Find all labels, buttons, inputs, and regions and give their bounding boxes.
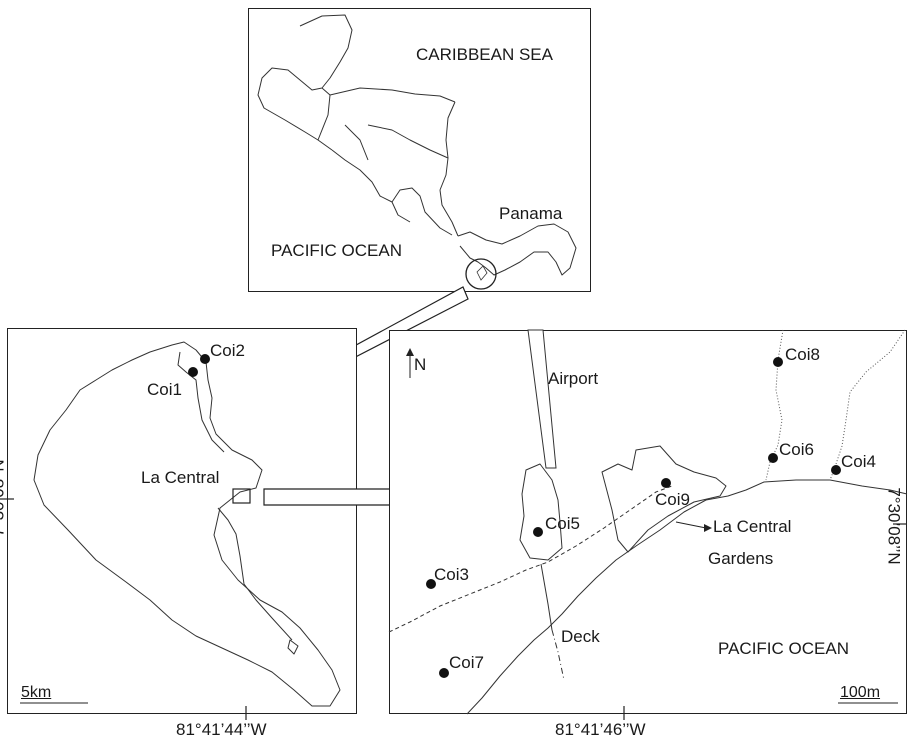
coi8-label: Coi8 [785,345,820,364]
deck-label: Deck [561,627,600,646]
site-latitude-label: 7°30’08’’N [884,487,904,565]
coi5-patch [519,463,563,561]
site-detail-map [389,330,907,714]
coi8-marker [773,357,783,367]
coi5-marker [533,527,543,537]
road-dashed [388,485,673,633]
coi9-label: Coi9 [655,490,690,509]
site-coastline [466,479,908,715]
costa-rica-outline [391,187,453,236]
coi2-marker [200,354,210,364]
scale-bar-100m: 100m [840,684,881,701]
coi1-marker [188,367,198,377]
north-arrow [406,348,414,356]
trail-dashdot [551,629,565,681]
island-coastline [33,341,341,707]
island-map [7,328,357,714]
panama-outline [457,223,577,276]
island-ridge [177,351,225,453]
nicaragua-coast [439,101,456,191]
island-longitude-label: 81°41’44’’W [176,720,267,739]
coi7-label: Coi7 [449,653,484,672]
pacific-coast-west [331,149,411,223]
guatemala-border [317,87,331,141]
island-islet [287,639,299,655]
coi5-label: Coi5 [545,514,580,533]
site-longitude-label: 81°41’46’’W [555,720,646,739]
coi4-marker [831,465,841,475]
coi9-marker [661,478,671,488]
study-area-circle [465,258,497,290]
honduras-nicaragua-border [367,124,449,159]
coi3-marker [426,579,436,589]
gardens-patch [601,445,727,553]
el-salvador-border [344,124,369,161]
pacific-ocean-label-region: PACIFIC OCEAN [271,241,402,260]
mexico-coast [257,14,353,151]
pacific-ocean-label-site: PACIFIC OCEAN [718,639,849,658]
central-america-map [248,8,591,292]
coi1-label: Coi1 [147,380,182,399]
gardens-pointer-head [704,524,712,532]
la-central-label: La Central [141,468,220,487]
coi7-marker [439,668,449,678]
airport-label: Airport [548,369,599,388]
caribbean-sea-label: CARIBBEAN SEA [416,45,553,64]
island-inner-river [217,507,293,641]
coi6-marker [768,453,778,463]
coi4-label: Coi4 [841,452,876,471]
study-island-mini [476,265,488,281]
costa-rica-border [439,189,459,237]
gardens-label-line1: La Central [713,517,792,536]
deck-path [540,563,553,631]
la-central-inset-box [232,488,251,504]
north-label: N [414,355,427,374]
panama-label: Panama [499,204,563,223]
scale-bar-5km: 5km [21,684,52,701]
honduras-coast [329,87,456,103]
airport-runway [527,329,557,469]
coi6-label: Coi6 [779,440,814,459]
gardens-label-line2: Gardens [708,549,774,568]
coi2-label: Coi2 [210,341,245,360]
coi3-label: Coi3 [434,565,469,584]
